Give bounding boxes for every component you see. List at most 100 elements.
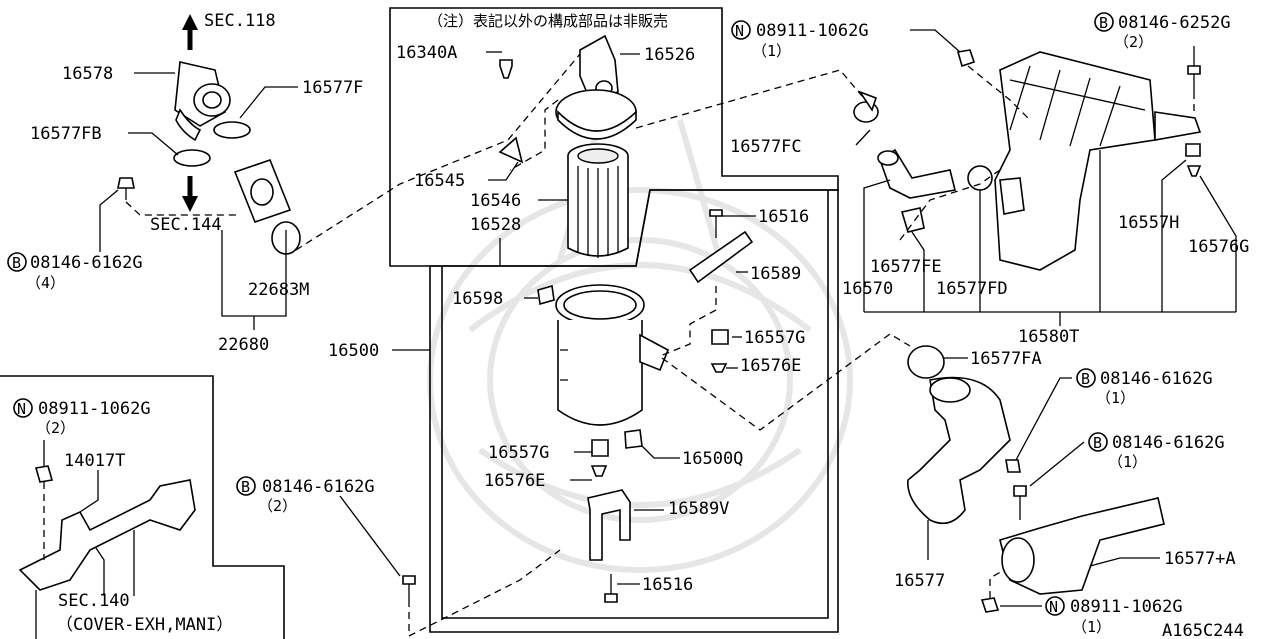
label-16576E-a: 16576E (740, 356, 801, 376)
bolt-symbol-icon: B (1076, 368, 1096, 388)
bracket-16589V[interactable] (587, 489, 631, 561)
bolt-16516-top[interactable] (709, 209, 723, 238)
svg-text:B: B (12, 254, 21, 272)
clamp-16577FB[interactable] (173, 149, 211, 167)
bolt-08146-6162G-4[interactable] (117, 177, 135, 200)
label-nut-08911-1062G-top: 08911-1062G (756, 21, 869, 41)
duct-16577[interactable] (907, 376, 1011, 525)
label-qty2a: （2） (1114, 33, 1153, 51)
duct-16577A[interactable] (999, 497, 1165, 595)
label-bolt-08146-6252G: 08146-6252G (1118, 13, 1231, 33)
svg-text:N: N (735, 22, 744, 40)
bracket-14017T[interactable] (18, 479, 196, 591)
label-16516-bottom: 16516 (642, 575, 693, 595)
label-16516-top: 16516 (758, 207, 809, 227)
label-note: （注）表記以外の構成部品は非販売 (428, 12, 668, 30)
bolt-symbol-icon: B (1094, 12, 1114, 32)
label-16576G: 16576G (1188, 237, 1249, 257)
label-16570: 16570 (842, 279, 893, 299)
svg-text:B: B (1093, 434, 1102, 452)
adapter-flange[interactable] (233, 158, 292, 224)
bolt-08146-6252G[interactable] (1187, 65, 1201, 92)
clamp-16577F[interactable] (213, 121, 251, 139)
svg-text:B: B (241, 478, 250, 496)
label-nut-08911-1062G-bottom: 08911-1062G (1070, 597, 1183, 617)
label-16545: 16545 (414, 171, 465, 191)
label-diagram-code: A165C244 (1162, 621, 1244, 639)
cap-assembly[interactable] (555, 89, 637, 140)
label-16577F: 16577F (302, 78, 363, 98)
nut-08911-1062G-top[interactable] (956, 49, 976, 68)
label-16557H: 16557H (1118, 213, 1179, 233)
label-qty2c: （2） (258, 497, 297, 515)
bolt-symbol-icon: B (236, 476, 256, 496)
bolt-symbol-icon: B (7, 252, 27, 272)
label-qty1b: （1） (1096, 389, 1135, 407)
nut-symbol-icon: N (13, 398, 33, 418)
bolt-16516-bottom[interactable] (604, 574, 618, 603)
part-16340A[interactable] (499, 59, 513, 79)
bolt-08146-6162G-mid[interactable] (1005, 459, 1021, 473)
pin-16576G[interactable] (1186, 165, 1202, 177)
label-16577FD: 16577FD (936, 279, 1008, 299)
svg-text:B: B (1081, 370, 1090, 388)
clamp-16577FC[interactable] (853, 90, 879, 123)
bracket-16589[interactable] (688, 230, 754, 284)
arrow-up-icon (182, 14, 198, 50)
label-sec118: SEC.118 (204, 11, 276, 31)
label-qty4: （4） (26, 274, 65, 292)
label-16577: 16577 (894, 571, 945, 591)
part-16578[interactable] (174, 61, 231, 142)
label-16340A: 16340A (396, 43, 457, 63)
label-16589V: 16589V (668, 499, 729, 519)
label-16557G-b: 16557G (488, 443, 549, 463)
grommet-16557G-a[interactable] (711, 329, 729, 345)
label-16557G-a: 16557G (744, 328, 805, 348)
nut-symbol-icon: N (731, 20, 751, 40)
filter-16546[interactable] (567, 143, 629, 258)
grommet-16557H[interactable] (1185, 143, 1201, 157)
pin-16576E-b[interactable] (590, 465, 608, 477)
label-cover: （COVER-EXH,MANI） (56, 615, 233, 635)
svg-text:N: N (1049, 598, 1058, 616)
air-cleaner-body-16500[interactable] (555, 284, 670, 449)
label-sec140: SEC.140 (58, 591, 130, 611)
label-16577FC: 16577FC (730, 137, 802, 157)
duct-16570[interactable] (877, 148, 956, 199)
bolt-08146-6162G-low[interactable] (1013, 485, 1027, 520)
clamp-16577FA[interactable] (907, 345, 945, 379)
nut-08911-1062G-bottom[interactable] (980, 597, 1000, 613)
nut-08911-1062G-left[interactable] (34, 465, 54, 483)
arrow-down-icon (182, 176, 198, 212)
nut-symbol-icon: N (1045, 596, 1065, 616)
label-22683M: 22683M (248, 280, 309, 300)
label-16500: 16500 (328, 341, 379, 361)
part-16545[interactable] (498, 136, 524, 164)
part-16526[interactable] (579, 34, 619, 101)
bolt-symbol-icon: B (1088, 432, 1108, 452)
svg-text:N: N (17, 400, 26, 418)
inner-box (441, 190, 829, 619)
air-cleaner-box (429, 189, 839, 633)
label-16500Q: 16500Q (682, 449, 743, 469)
left-lower-box (0, 375, 285, 639)
label-16546: 16546 (470, 191, 521, 211)
resonator-16580T[interactable] (994, 51, 1202, 271)
clip-16577FE[interactable] (900, 207, 925, 233)
label-16577FA: 16577FA (970, 349, 1042, 369)
label-22680: 22680 (218, 335, 269, 355)
label-nut-08911-1062G-left: 08911-1062G (38, 399, 151, 419)
label-16578: 16578 (62, 64, 113, 84)
label-16598: 16598 (452, 289, 503, 309)
label-qty1c: （1） (1108, 453, 1147, 471)
pin-16576E-a[interactable] (710, 363, 728, 373)
label-sec144: SEC.144 (150, 215, 222, 235)
label-bolt-08146-6162G-1a: 08146-6162G (1100, 369, 1213, 389)
label-16577FB: 16577FB (30, 124, 102, 144)
label-16577FE: 16577FE (870, 257, 942, 277)
part-16598[interactable] (537, 284, 555, 306)
grommet-16557G-b[interactable] (591, 439, 609, 457)
label-14017T: 14017T (64, 451, 125, 471)
bolt-08146-6162G-2[interactable] (402, 575, 416, 600)
